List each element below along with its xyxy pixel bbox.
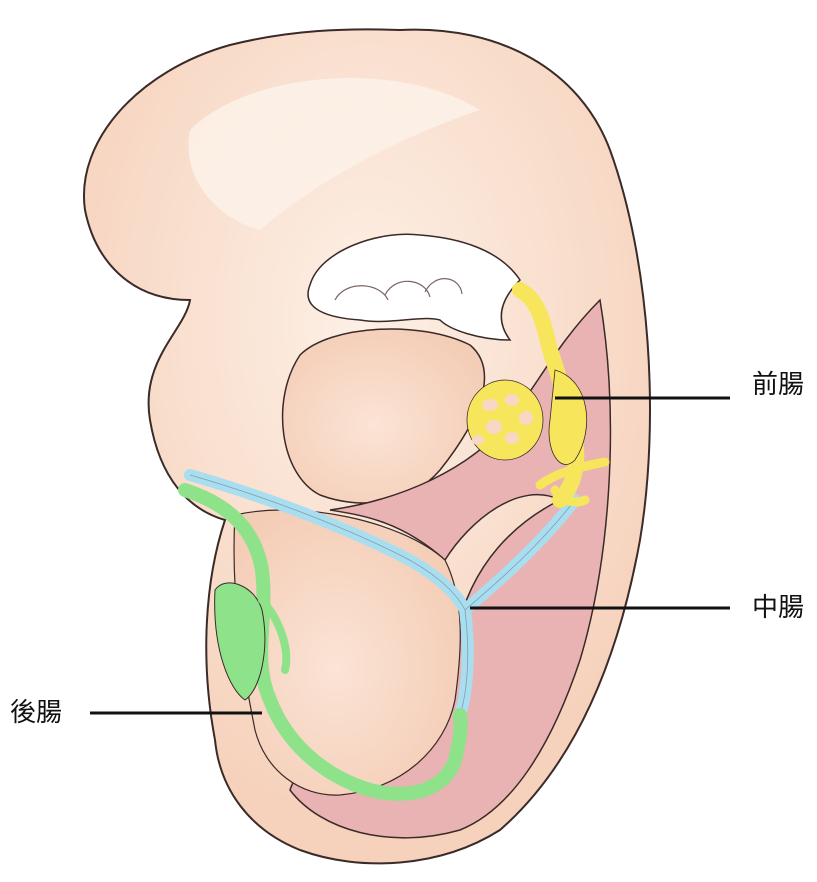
lung-bud xyxy=(467,380,543,460)
midgut-label: 中腸 xyxy=(752,595,804,621)
hindgut-label: 後腸 xyxy=(10,700,62,726)
foregut-label: 前腸 xyxy=(752,372,804,398)
